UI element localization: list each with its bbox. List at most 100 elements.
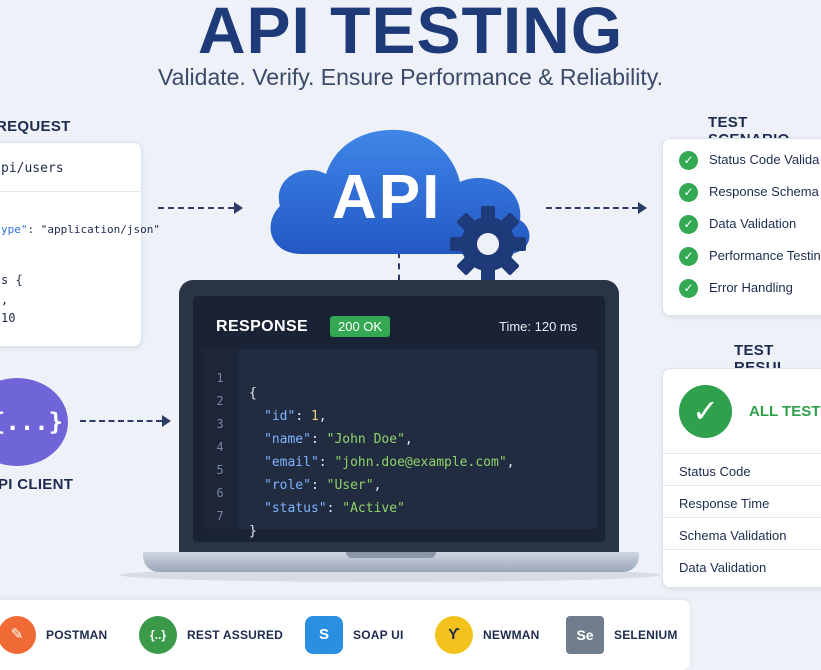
line-number: 1 xyxy=(216,371,224,385)
json-comma: , xyxy=(506,455,515,470)
scenario-item: ✓ Data Validation xyxy=(679,215,796,237)
response-time: Time: 120 ms xyxy=(499,319,578,334)
scenarios-card: ✓ Status Code Valida ✓ Response Schema ✓ Da… xyxy=(662,138,821,316)
code-line: 3 "name": "John Doe", xyxy=(202,402,412,447)
json-key: "name" xyxy=(264,432,311,447)
page-title: API TESTING xyxy=(197,0,624,67)
code-text: "role": "User", xyxy=(264,478,381,493)
json-comma: , xyxy=(404,432,413,447)
line-number: 2 xyxy=(216,394,224,408)
code-line: 4 "email": "john.doe@example.com", xyxy=(202,425,514,470)
result-row: Data Validation xyxy=(663,549,821,582)
request-header-value: : "application/json" xyxy=(27,223,160,236)
scenario-label: Response Schema xyxy=(709,183,819,199)
request-card: pi/users ype": "application/json" s { , … xyxy=(0,142,160,347)
postman-logo-icon: ✎ xyxy=(0,616,36,654)
json-colon: : xyxy=(310,432,327,447)
gear-icon xyxy=(450,206,526,282)
code-line: 2 "id": 1, xyxy=(202,379,326,424)
code-text: "name": "John Doe", xyxy=(264,432,413,447)
selenium-logo-icon: Se xyxy=(566,616,604,654)
scenario-label: Status Code Valida xyxy=(709,151,820,167)
check-icon: ✓ xyxy=(679,215,698,234)
line-number: 7 xyxy=(216,509,224,523)
scenario-label: Error Handling xyxy=(709,279,793,295)
request-body-line: 10 xyxy=(1,311,16,325)
json-value: 1 xyxy=(310,409,319,424)
tool-label: SOAP UI xyxy=(353,628,404,642)
arrow-head-icon xyxy=(638,202,647,214)
check-icon: ✓ xyxy=(679,247,698,266)
scenario-label: Data Validation xyxy=(709,215,797,231)
code-line: 7 } xyxy=(202,494,256,539)
request-endpoint: pi/users xyxy=(1,161,64,176)
request-to-api-arrow xyxy=(158,207,234,209)
json-value: "Active" xyxy=(342,501,405,516)
line-number: 6 xyxy=(216,486,224,500)
check-icon: ✓ xyxy=(679,151,698,170)
line-number: 5 xyxy=(216,463,224,477)
result-row: Status Code xyxy=(663,453,821,486)
json-value: "User" xyxy=(326,478,374,493)
json-comma: , xyxy=(318,409,327,424)
request-body-line: s { xyxy=(1,273,23,287)
code-line: 6 "status": "Active" xyxy=(202,471,405,516)
json-key: "status" xyxy=(264,501,327,516)
code-gutter xyxy=(202,349,238,529)
scenario-item: ✓ Performance Testin xyxy=(679,247,821,269)
tool-label: SELENIUM xyxy=(614,628,678,642)
api-client-icon: {...} xyxy=(0,378,68,466)
arrow-head-icon xyxy=(234,202,243,214)
json-value: "john.doe@example.com" xyxy=(334,455,507,470)
response-label: RESPONSE xyxy=(216,318,309,335)
api-to-response-connector xyxy=(398,252,400,292)
json-key: "email" xyxy=(264,455,319,470)
result-label: Status Code xyxy=(679,464,751,479)
rest-assured-logo-icon: {..} xyxy=(139,616,177,654)
json-colon: : xyxy=(326,501,343,516)
page-subtitle: Validate. Verify. Ensure Performance & R… xyxy=(158,64,663,90)
result-row: Response Time xyxy=(663,485,821,518)
code-text: "status": "Active" xyxy=(264,501,405,516)
request-header-key: ype" xyxy=(1,223,28,236)
code-text: { xyxy=(249,386,257,401)
laptop-notch xyxy=(346,552,436,558)
json-comma: , xyxy=(373,478,382,493)
json-value: "John Doe" xyxy=(326,432,405,447)
tool-label: POSTMAN xyxy=(46,628,108,642)
code-text: "email": "john.doe@example.com", xyxy=(264,455,514,470)
scenario-item: ✓ Status Code Valida xyxy=(679,151,819,173)
json-colon: : xyxy=(318,455,335,470)
json-key: "id" xyxy=(264,409,296,424)
result-row: Schema Validation xyxy=(663,517,821,550)
tool-label: REST ASSURED xyxy=(187,628,283,642)
laptop-base xyxy=(143,552,639,572)
json-key: "role" xyxy=(264,478,311,493)
request-header-line: ype": "application/json" xyxy=(1,223,160,236)
request-body-line: , xyxy=(1,293,9,307)
result-label: Schema Validation xyxy=(679,528,787,543)
line-number: 3 xyxy=(216,417,224,431)
result-label: Data Validation xyxy=(679,560,767,575)
scenario-item: ✓Error Handling xyxy=(679,279,793,301)
api-to-scenarios-arrow xyxy=(546,207,638,209)
response-code-panel xyxy=(202,349,598,529)
code-text: "id": 1, xyxy=(264,409,327,424)
tool-label: NEWMAN xyxy=(483,628,540,642)
arrow-head-icon xyxy=(162,415,171,427)
result-label: Response Time xyxy=(679,496,770,511)
check-icon: ✓ xyxy=(679,183,698,202)
code-line: 5 "role": "User", xyxy=(202,448,381,493)
scenario-item: ✓ Response Schema xyxy=(679,183,819,205)
newman-logo-icon: ϒ xyxy=(435,616,473,654)
line-number: 4 xyxy=(216,440,224,454)
code-text: } xyxy=(249,524,257,539)
json-colon: : xyxy=(310,478,327,493)
request-divider xyxy=(0,191,141,192)
api-client-label: PI CLIENT xyxy=(0,476,74,493)
cloud-label: API xyxy=(332,163,442,232)
request-section-title: REQUEST xyxy=(0,118,71,135)
scenario-label: Performance Testin xyxy=(709,247,821,263)
